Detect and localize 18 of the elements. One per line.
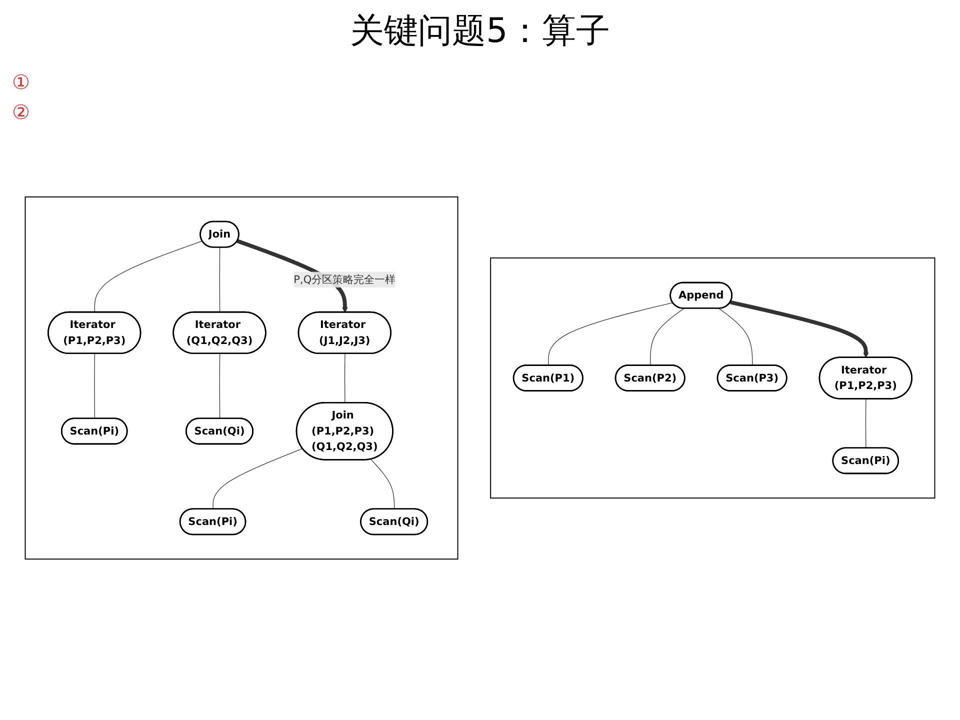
cluster bbox=[490, 257, 936, 499]
connector bbox=[219, 353, 220, 419]
connector bbox=[212, 448, 303, 510]
edge-label: P,Q分区策略完全一样 bbox=[294, 273, 396, 286]
title: 关键问题5：算子 bbox=[349, 10, 611, 53]
connector bbox=[548, 302, 674, 366]
connector bbox=[94, 240, 203, 313]
connector bbox=[370, 458, 395, 510]
connector bbox=[718, 308, 753, 366]
arrow bbox=[730, 300, 869, 358]
connector bbox=[94, 353, 96, 419]
cluster bbox=[24, 196, 458, 560]
connector bbox=[865, 398, 866, 449]
circled-number: ① bbox=[12, 70, 30, 94]
connector bbox=[650, 308, 684, 366]
connector bbox=[219, 247, 220, 313]
connector bbox=[344, 353, 346, 404]
circled-number: ② bbox=[12, 100, 30, 124]
